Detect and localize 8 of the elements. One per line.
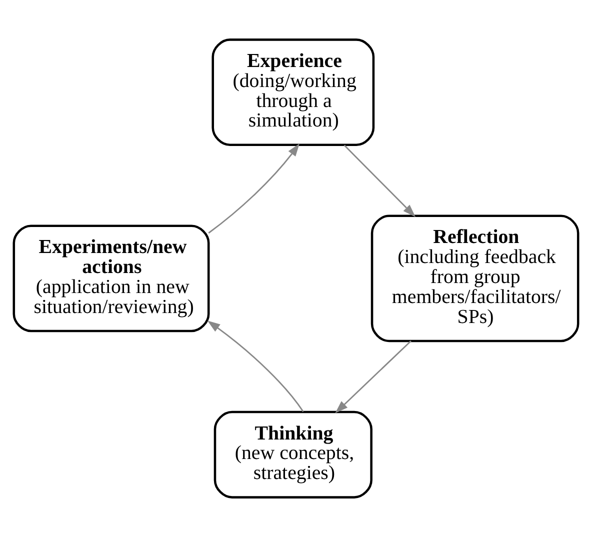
- node-box: Experience (doing/working through a simulation): [212, 38, 375, 146]
- arrow: [207, 320, 304, 412]
- arrow: [344, 144, 416, 216]
- node-box: Thinking (new concepts, strategies): [214, 410, 372, 498]
- arrow: [335, 340, 412, 413]
- arrow: [208, 143, 300, 234]
- node-box: Experiments/new actions (application in new situation/reviewing): [12, 224, 210, 332]
- node-box: Reflection (including feedback from group members/facilitators/ SPs): [370, 214, 580, 342]
